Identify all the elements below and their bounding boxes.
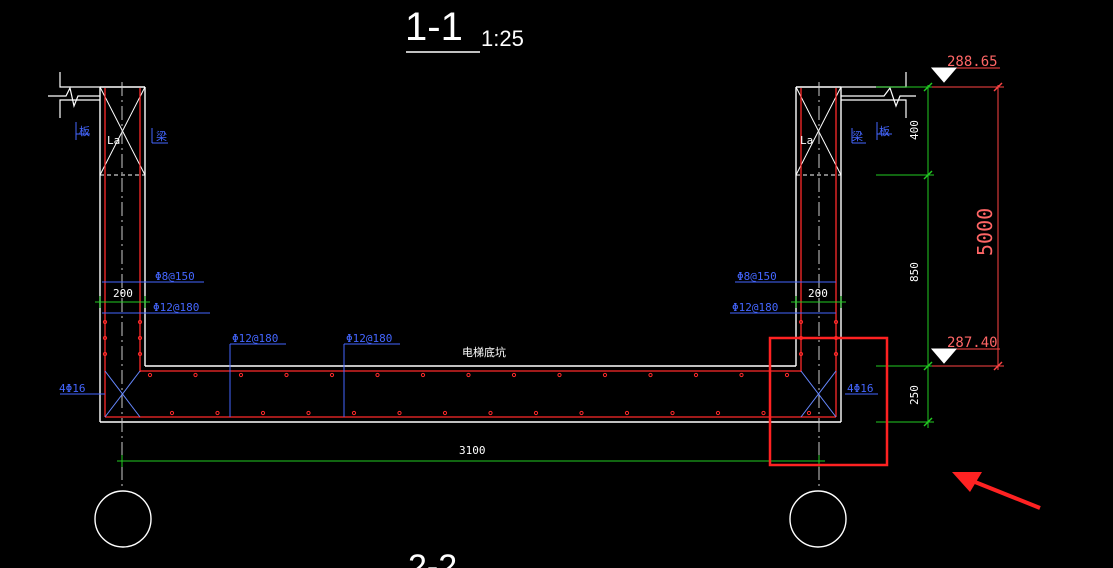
rebar-dot [329, 372, 335, 378]
left-stirrup-label: Φ8@150 [155, 270, 195, 283]
section-title: 1-1 [405, 5, 463, 49]
rebar-dot [442, 410, 448, 416]
rebar-dot [798, 319, 804, 325]
rebar-dot [784, 372, 790, 378]
rebar-dot [693, 372, 699, 378]
rebar-dot [102, 319, 108, 325]
rebar-dot [557, 372, 562, 378]
axis-lines [121, 82, 820, 490]
left-axis-bubble [94, 490, 152, 548]
rebar-dot [193, 372, 198, 378]
slab-bar-label-2: Φ12@180 [346, 332, 392, 345]
rebar-dot [511, 372, 517, 378]
bottom-elevation-label: 287.40 [947, 335, 998, 351]
arrow-head-icon [952, 472, 982, 492]
rebar-dot [806, 410, 812, 416]
concrete-outline [99, 86, 842, 423]
corner-hatch [104, 370, 837, 418]
dimension-lines [95, 85, 934, 467]
rebar-dot [798, 351, 804, 357]
rebar-dot [488, 410, 493, 416]
rebar-dot [375, 372, 380, 378]
rebar-dot [147, 372, 153, 378]
right-stirrup-label: Φ8@150 [737, 270, 777, 283]
rebar-dot [533, 410, 539, 416]
rebar-dot [102, 351, 108, 357]
bottom-title: 2-2 [408, 548, 457, 568]
rebar-dot [137, 319, 143, 325]
rebar-dot [761, 410, 766, 416]
elevation-ticks [993, 82, 1003, 371]
rebar-dot [833, 351, 839, 357]
top-elevation-label: 288.65 [947, 54, 998, 70]
rebar-dot [397, 410, 402, 416]
drawing-scale: 1:25 [481, 26, 524, 51]
rebar-dot [137, 351, 143, 357]
dimension-ticks [923, 82, 933, 427]
right-slab-label: 板 [879, 124, 890, 138]
dim-400: 400 [908, 120, 921, 140]
dim-850: 850 [908, 262, 921, 282]
total-height-dim: 5000 [973, 208, 997, 256]
rebar-dot [466, 372, 471, 378]
rebar-dot [739, 372, 744, 378]
right-axis-bubble [789, 490, 847, 548]
right-beam-label: 梁 [852, 129, 863, 143]
rebar-dot [833, 319, 839, 325]
rebar-dot [137, 335, 143, 341]
rebar-dot [351, 410, 357, 416]
rebar-dot [715, 410, 721, 416]
annotation-leaders [60, 122, 892, 417]
bottom-elevation-marker [930, 348, 958, 364]
right-wall-bar-label: Φ12@180 [732, 301, 778, 314]
rebar-dot [624, 410, 630, 416]
left-wall-width-dim: 200 [113, 287, 133, 300]
rebar-dot [215, 410, 220, 416]
right-slab-stub [841, 72, 916, 118]
rebar-lines [104, 88, 837, 418]
span-length-dim: 3100 [459, 444, 486, 457]
arrow-shaft [964, 476, 1041, 510]
right-wall-width-dim: 200 [808, 287, 828, 300]
left-la-label: La [107, 134, 120, 147]
rebar-dot [306, 410, 311, 416]
rebar-dot [284, 372, 289, 378]
left-wall-bar-label: Φ12@180 [153, 301, 199, 314]
right-corner-bars-label: 4Φ16 [847, 382, 874, 395]
left-slab-label: 板 [79, 124, 90, 138]
rebar-dot [648, 372, 653, 378]
rebar-dots [102, 319, 839, 416]
rebar-dot [169, 410, 175, 416]
highlight-box [768, 336, 889, 467]
top-elevation-marker [930, 67, 958, 83]
rebar-dot [670, 410, 675, 416]
rebar-dot [420, 372, 426, 378]
rebar-dot [579, 410, 584, 416]
rebar-dot [602, 372, 608, 378]
left-slab-stub [48, 72, 100, 118]
dim-250: 250 [908, 385, 921, 405]
rebar-dot [102, 335, 108, 341]
left-beam-label: 梁 [156, 129, 167, 143]
right-la-label: La [800, 134, 813, 147]
rebar-dot [260, 410, 266, 416]
left-corner-bars-label: 4Φ16 [59, 382, 86, 395]
slab-bar-label-1: Φ12@180 [232, 332, 278, 345]
pit-name-label: 电梯底坑 [462, 345, 506, 359]
rebar-dot [238, 372, 244, 378]
